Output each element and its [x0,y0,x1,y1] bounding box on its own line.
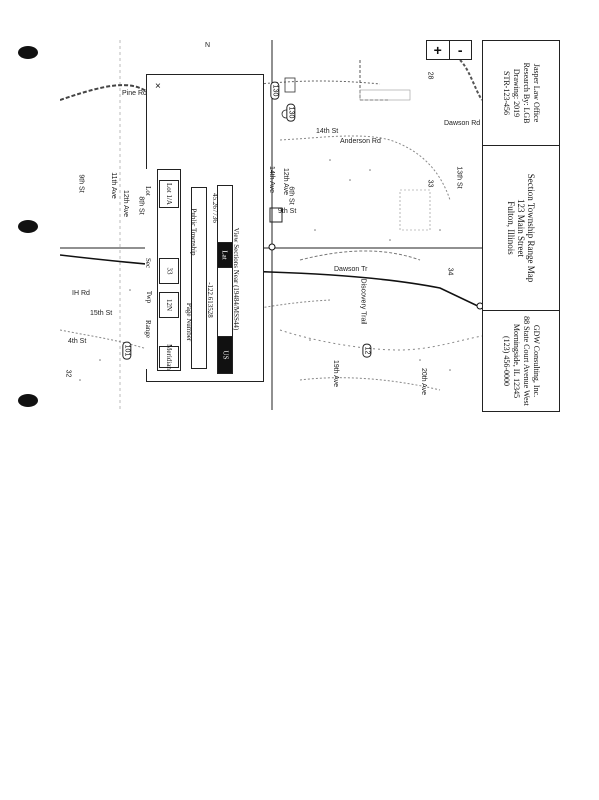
map-label-6th-st: 6th St [287,186,295,205]
map-label-dawson-tr: Dawson Tr [334,266,368,273]
view-sections-link[interactable]: View Sections Near (19484/MSS44) [232,227,241,331]
table-header-sec: Sec [144,257,153,269]
table-cell-meridian: Meridian [159,344,179,370]
map-drawing [60,40,482,410]
map-label-pine-rd: Pine Rd [122,90,147,97]
table-cell-sec: 33 [159,258,179,284]
map-label-11th-ave: 11th Ave [109,172,117,199]
client-ref: STR-123-456 [502,71,511,115]
map-label-8th-st: 8th St [137,196,145,215]
road-badge-101: 101 [122,341,132,360]
coord-value: 45.267736 [210,193,219,223]
company-city: Morningside, IL 12345 [512,323,521,398]
map-label-ih-rd: IH Rd [72,290,90,297]
map-address: 123 Main Street [516,198,526,257]
coordinate-box: US -122.613528 Lat 45.267736 [206,185,233,374]
road-badge-130: 130 [270,81,280,100]
company-phone: (123) 456-0000 [502,335,511,386]
map-label-32: 32 [64,369,72,378]
map-city: Fulton, Illinois [506,201,516,255]
client-drawing: Drawing: 2019 [512,68,521,118]
title-block: Jasper Law Office Research By: LGB Drawi… [482,40,560,412]
location-table-headers: Range Twp Sec Lot [143,169,155,369]
map-label-15th-st: 15th St [90,310,113,317]
company-name: GDW Consulting, Inc. [532,324,541,397]
map-label-4th-st: 4th St [68,338,87,345]
zoom-control: + - [426,40,472,60]
coord-label-cell: Lat [217,242,233,268]
title-block-client: Jasper Law Office Research By: LGB Drawi… [483,41,559,146]
close-icon[interactable]: × [155,81,161,92]
client-research: Research By: LGB [522,62,531,124]
map-label-33: 33 [426,179,434,188]
map-label-14th-st: 14th St [316,128,339,135]
punch-hole-middle [18,220,38,233]
map-label-north: N [205,42,211,49]
map-label-9th-st-2: 9th St [278,208,297,215]
map-label-13th-st: 13th St [455,166,463,189]
map-label-28: 28 [426,71,434,80]
map-label-14th-ave: 14th Ave [268,165,276,194]
zoom-in-button[interactable]: + [433,42,442,58]
table-header-range: Range [143,320,152,338]
map-area[interactable]: N Pine Rd 130 130 14th St Anderson Rd Da… [60,40,482,410]
table-header-lot: Lot [143,186,152,196]
road-badge-130b: 130 [286,103,296,122]
title-block-company: GDW Consulting, Inc. 88 State Court Aven… [483,311,559,410]
coord-prefix-cell: US [217,336,233,374]
map-label-anderson: Anderson Rd [340,138,381,145]
map-title: Section Township Range Map [526,173,536,283]
punch-hole-top [18,46,38,59]
road-badge-12: 12 [362,343,372,358]
page-number-label: Page Number [185,302,194,342]
company-street: 88 State Court Avenue West [522,315,531,406]
map-label-12th-ave: 12th Ave [122,189,130,218]
info-popup: × Meridian 12N 33 Lot 1/A Range Twp Sec … [143,74,264,382]
location-table: Meridian 12N 33 Lot 1/A [157,169,181,371]
map-label-dawson-rd: Dawson Rd [444,120,481,127]
zoom-out-button[interactable]: - [448,41,472,59]
title-block-title: Section Township Range Map 123 Main Stre… [483,146,559,311]
page-number-box: Page Number Public Township [185,187,207,369]
table-cell-twp: 12N [159,292,179,318]
map-label-19th-ave: 19th Ave [332,359,340,388]
map-label-9th-st: 9th St [77,174,85,193]
map-label-34: 34 [446,267,454,276]
coord-value-2: -122.613528 [205,282,214,318]
table-cell-lot: Lot 1/A [159,180,179,208]
page-number-value: Public Township [189,208,198,256]
client-name: Jasper Law Office [532,63,541,123]
table-header-twp: Twp [145,290,154,304]
punch-hole-bottom [18,394,38,407]
map-label-discovery-trail: Discovery Trail [359,278,367,325]
map-label-20th-ave: 20th Ave [420,367,428,396]
